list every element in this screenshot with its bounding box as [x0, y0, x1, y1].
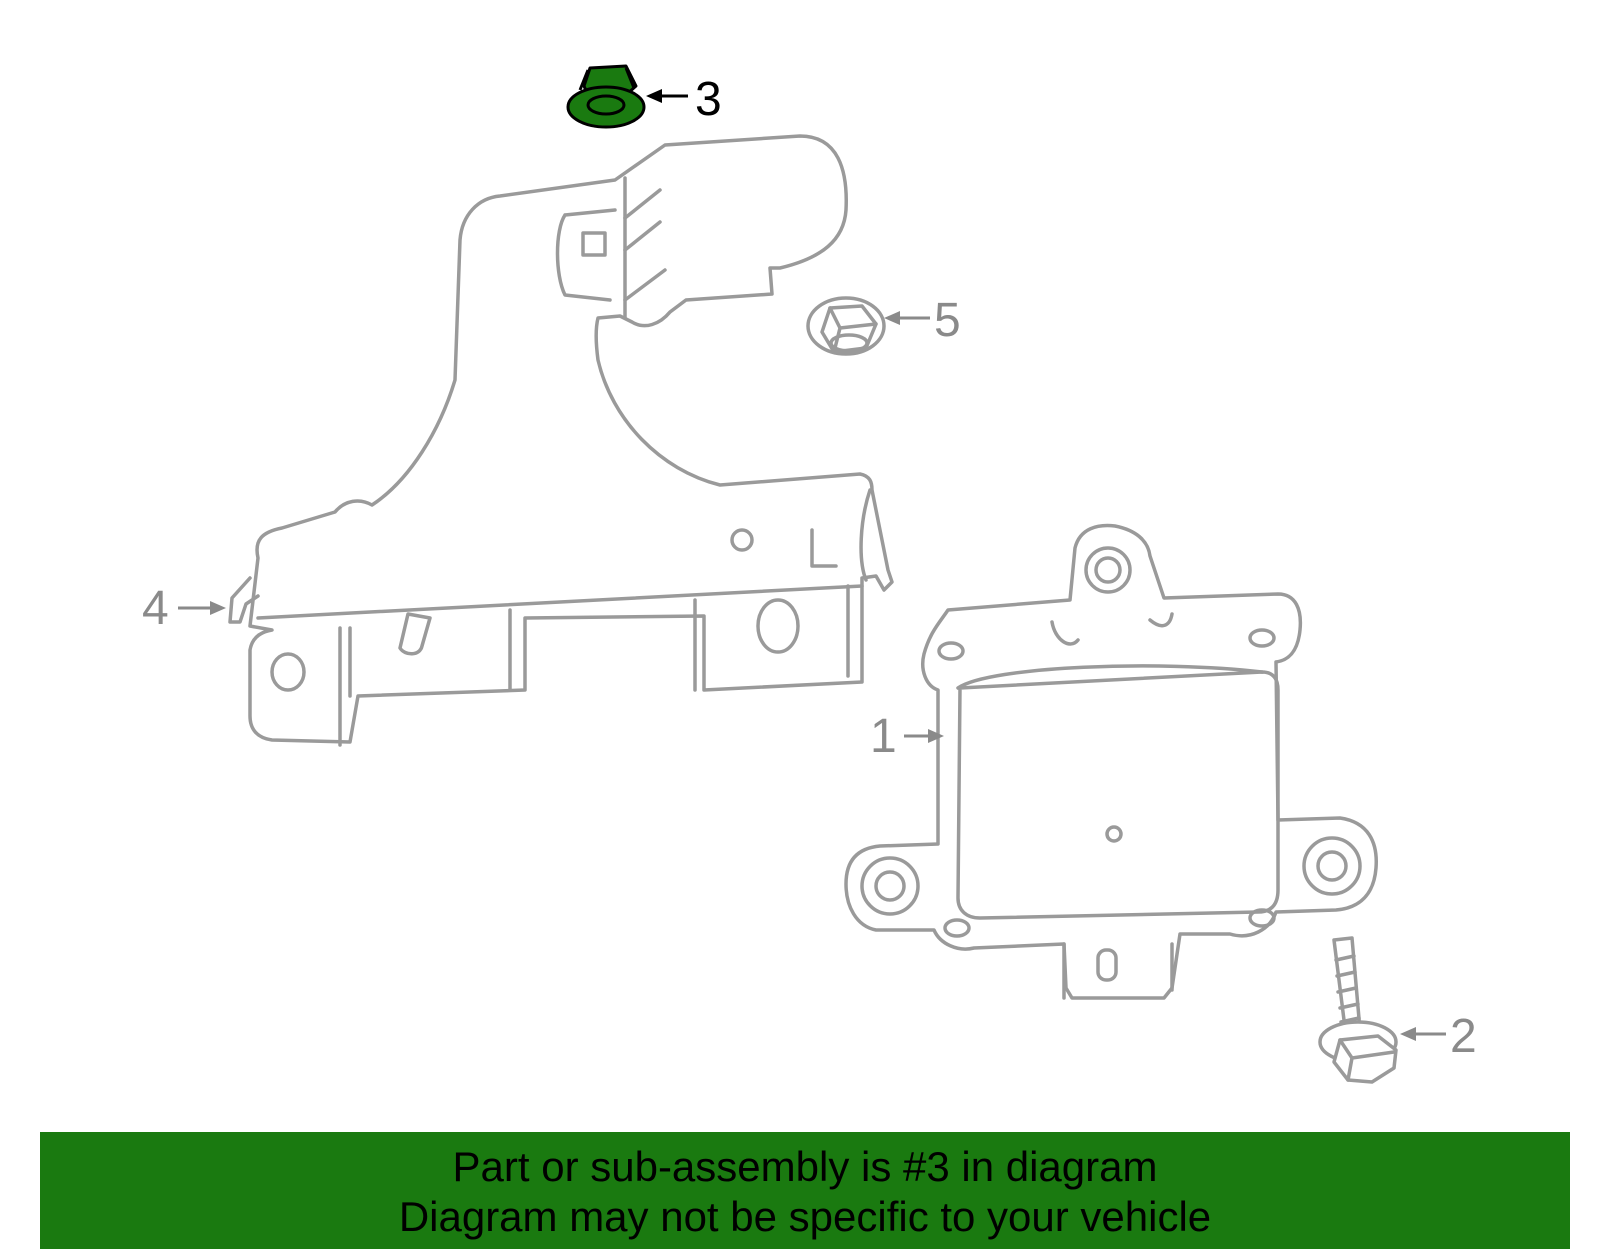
info-banner: Part or sub-assembly is #3 in diagram Di…	[40, 1132, 1570, 1249]
callout-2: 2	[1400, 1010, 1477, 1063]
callout-5: 5	[884, 294, 961, 347]
part-1-module[interactable]	[844, 523, 1378, 1000]
callout-3-label: 3	[695, 73, 722, 126]
callout-4: 4	[142, 582, 226, 635]
callout-1-label: 1	[870, 710, 897, 763]
callout-2-label: 2	[1450, 1010, 1477, 1063]
part-3-flange-nut[interactable]	[566, 64, 646, 129]
callout-1: 1	[870, 710, 944, 763]
part-4-bracket[interactable]	[228, 134, 894, 747]
callout-3: 3	[646, 73, 722, 126]
banner-line-2: Diagram may not be specific to your vehi…	[398, 1193, 1212, 1240]
callout-5-label: 5	[934, 294, 961, 347]
part-2-bolt[interactable]	[1318, 936, 1398, 1084]
banner-line-1: Part or sub-assembly is #3 in diagram	[452, 1143, 1158, 1190]
part-5-nut[interactable]	[806, 296, 886, 356]
callout-4-label: 4	[142, 582, 169, 635]
